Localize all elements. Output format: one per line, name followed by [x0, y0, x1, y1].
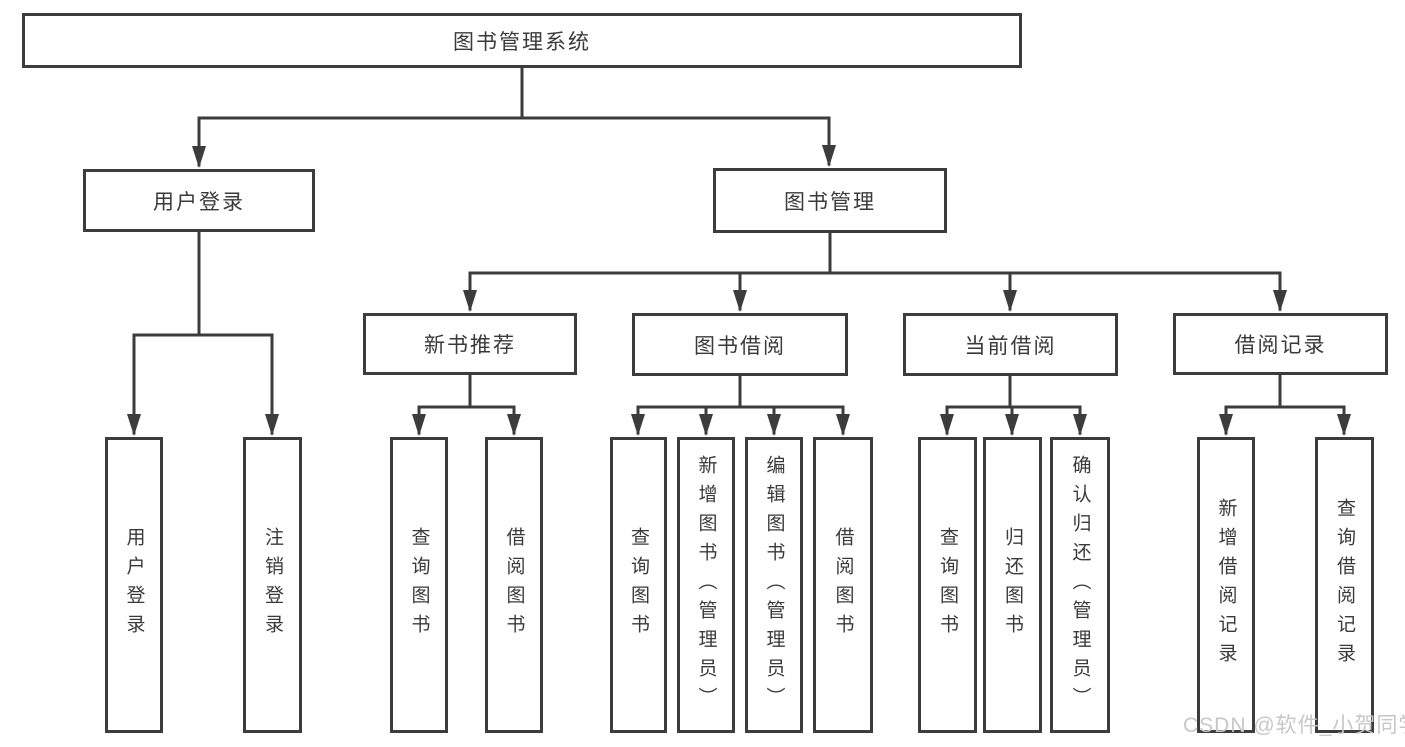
node-borrow-records: 借阅记录 [1173, 313, 1388, 375]
node-user-login: 用户登录 [83, 169, 315, 232]
node-leaf-query-books-3: 查询图书 [918, 437, 977, 733]
node-leaf-logout: 注销登录 [243, 437, 302, 733]
node-leaf-query-borrow-record: 查询借阅记录 [1315, 437, 1374, 733]
node-current-borrow: 当前借阅 [903, 313, 1118, 376]
node-leaf-user-login: 用户登录 [105, 437, 163, 733]
node-leaf-edit-book-admin: 编辑图书（管理员） [745, 437, 803, 733]
node-book-management: 图书管理 [713, 168, 947, 233]
node-leaf-borrow-books-2: 借阅图书 [813, 437, 873, 733]
node-new-book-recommend: 新书推荐 [363, 313, 577, 375]
node-leaf-add-book-admin: 新增图书（管理员） [677, 437, 735, 733]
node-root: 图书管理系统 [22, 13, 1022, 68]
node-leaf-query-books-2: 查询图书 [610, 437, 667, 733]
node-leaf-add-borrow-record: 新增借阅记录 [1197, 437, 1255, 733]
node-book-borrow: 图书借阅 [632, 313, 848, 376]
watermark: CSDN @软件_小贺同学 [1183, 714, 1405, 737]
node-leaf-confirm-return-admin: 确认归还（管理员） [1050, 437, 1110, 733]
node-leaf-return-book: 归还图书 [983, 437, 1042, 733]
node-leaf-borrow-books-1: 借阅图书 [485, 437, 543, 733]
node-leaf-query-books-1: 查询图书 [390, 437, 448, 733]
